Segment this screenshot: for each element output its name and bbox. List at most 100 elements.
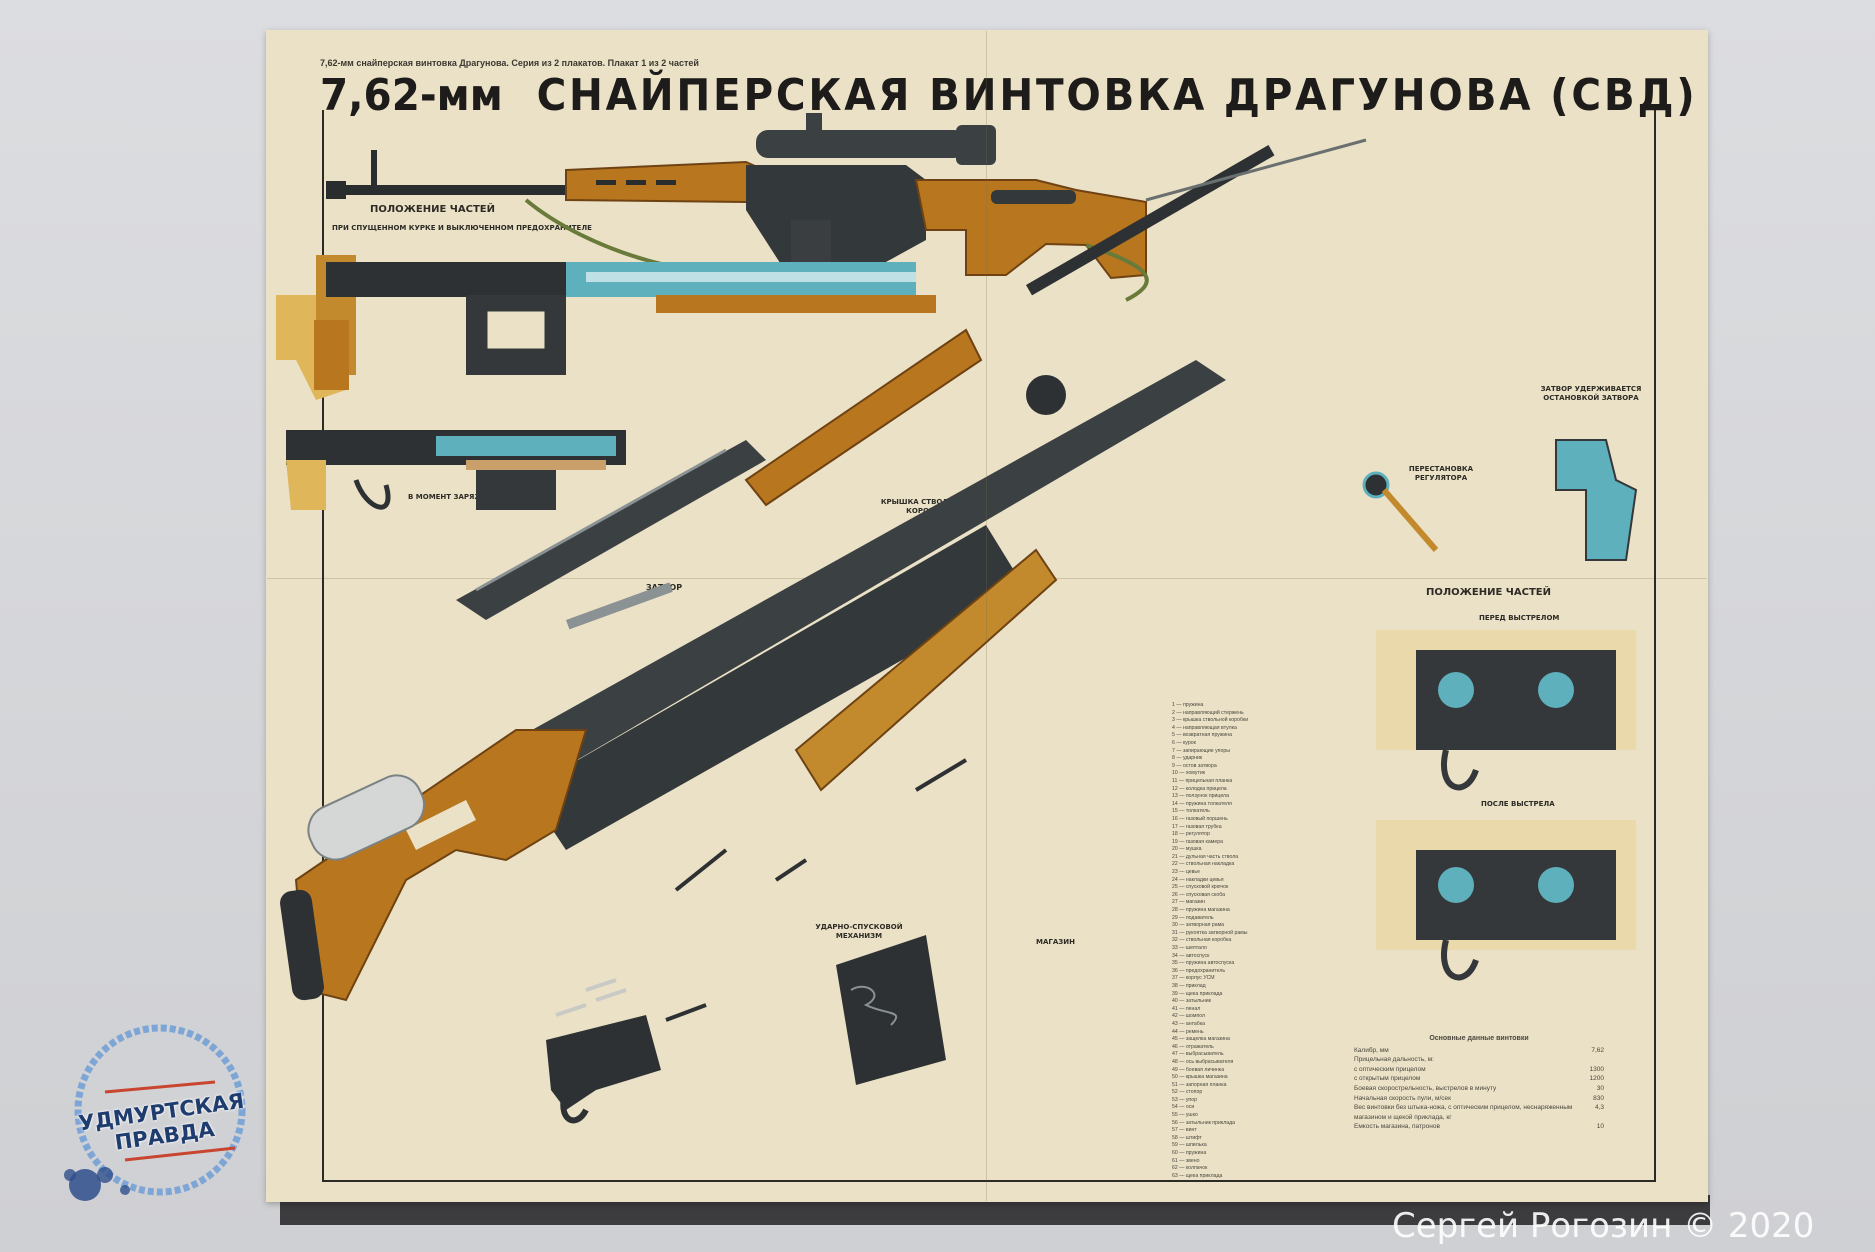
trigger-cutaway-before (1376, 630, 1636, 791)
specs-row: Боевая скорострельность, выстрелов в мин… (1354, 1084, 1604, 1094)
label-regulator-adjust: ПЕРЕСТАНОВКА РЕГУЛЯТОРА (1408, 465, 1474, 482)
specs-value: 1200 (1589, 1075, 1604, 1083)
label-trigger-mechanism: УДАРНО-СПУСКОВОЙ МЕХАНИЗМ (815, 923, 903, 940)
specs-header: Основные данные винтовки (1429, 1035, 1529, 1042)
legend-item: 32 — ствольная коробка (1172, 937, 1232, 944)
legend-item: 25 — спусковой крючок (1172, 884, 1229, 891)
label-before-shot: ПЕРЕД ВЫСТРЕЛОМ (1479, 614, 1560, 622)
legend-item: 48 — ось выбрасывателя (1172, 1058, 1234, 1065)
trigger-cutaway-after (1376, 820, 1636, 981)
legend-item: 12 — колодка прицела (1172, 785, 1227, 792)
poster-inner-border (322, 110, 1656, 1182)
legend-item: 62 — колпачок (1172, 1165, 1208, 1172)
legend-item: 19 — газовая камера (1172, 838, 1223, 845)
legend-item: 13 — ползунок прицела (1172, 793, 1229, 800)
specs-label: Боевая скорострельность, выстрелов в мин… (1354, 1084, 1497, 1092)
handguard-lower (794, 548, 1058, 792)
label-bolt-held: ЗАТВОР УДЕРЖИВАЕТСЯ ОСТАНОВКОЙ ЗАТВОРА (1540, 385, 1642, 402)
legend-item: 61 — звено (1172, 1157, 1200, 1164)
legend-item: 63 — щека приклада (1172, 1172, 1223, 1179)
specs-row: с открытым прицелом 1200 (1354, 1074, 1604, 1084)
legend-item: 33 — шептало (1172, 945, 1207, 951)
title-caliber: 7,62-мм (320, 70, 503, 121)
specs-label: Вес винтовки без штыка-ножа, с оптически… (1354, 1104, 1573, 1121)
parts-legend: 1 — пружина 2 — направляющий стержень 3 … (1172, 702, 1332, 1180)
legend-item: 43 — антабка (1172, 1020, 1206, 1027)
small-parts (307, 758, 968, 1022)
receiver-and-barrel (496, 138, 1367, 850)
poster-title: 7,62-мм СНАЙПЕРСКАЯ ВИНТОВКА ДРАГУНОВА (… (320, 70, 1698, 121)
legend-item: 16 — газовый поршень (1172, 815, 1228, 822)
legend-item: 46 — отражатель (1172, 1043, 1214, 1050)
legend-item: 10 — хомутик (1172, 770, 1206, 777)
legend-item: 54 — оси (1172, 1104, 1195, 1111)
legend-item: 17 — газовая трубка (1172, 823, 1222, 830)
handguard-upper (744, 328, 983, 507)
legend-item: 35 — пружина автоспуска (1172, 960, 1235, 967)
legend-item: 39 — щека приклада (1172, 990, 1223, 997)
cutaway-upper (276, 255, 936, 400)
label-loading-moment: В МОМЕНТ ЗАРЯЖАНИЯ (408, 493, 506, 501)
legend-item: 58 — штифт (1172, 1134, 1202, 1141)
label-parts-position-right: ПОЛОЖЕНИЕ ЧАСТЕЙ (1426, 587, 1551, 598)
legend-item: 47 — выбрасыватель (1172, 1051, 1224, 1058)
legend-item: 6 — курок (1172, 739, 1196, 746)
magazine-illustration (836, 935, 946, 1085)
udmurtskaya-pravda-stamp: УДМУРТСКАЯ ПРАВДА (50, 1020, 260, 1201)
legend-item: 14 — пружина толкателя (1172, 800, 1232, 807)
legend-item: 51 — запорная планка (1172, 1081, 1227, 1088)
specs-row: Прицельная дальность, м: (1354, 1055, 1604, 1065)
legend-item: 7 — запирающие упоры (1172, 747, 1230, 754)
specs-row: Вес винтовки без штыка-ножа, с оптически… (1354, 1103, 1604, 1122)
regulator-detail (1362, 471, 1439, 552)
legend-item: 24 — накладки цевья (1172, 876, 1224, 883)
legend-item: 29 — подаватель (1172, 914, 1214, 921)
poster: 7,62-мм снайперская винтовка Драгунова. … (266, 30, 1708, 1202)
legend-item: 41 — пенал (1172, 1005, 1201, 1012)
legend-item: 57 — винт (1172, 1127, 1197, 1134)
legend-item: 4 — направляющая втулка (1172, 724, 1237, 731)
legend-item: 49 — боевая личинка (1172, 1066, 1225, 1073)
legend-item: 1 — пружина (1172, 702, 1204, 708)
label-parts-position-top-sub: ПРИ СПУЩЕННОМ КУРКЕ И ВЫКЛЮЧЕННОМ ПРЕДОХ… (332, 224, 592, 232)
legend-item: 3 — крышка ствольной коробки (1172, 717, 1249, 724)
legend-item: 28 — пружина магазина (1172, 907, 1230, 914)
specs-value: 30 (1596, 1084, 1604, 1092)
bolt-carrier (456, 440, 766, 630)
legend-item: 15 — толкатель (1172, 808, 1210, 815)
legend-item: 45 — защелка магазина (1172, 1036, 1230, 1043)
label-after-shot: ПОСЛЕ ВЫСТРЕЛА (1481, 800, 1555, 808)
specs-value: 1300 (1589, 1065, 1604, 1073)
legend-item: 60 — пружина (1172, 1150, 1207, 1157)
legend-item: 55 — ушко (1172, 1112, 1198, 1119)
specs-label: с открытым прицелом (1354, 1075, 1421, 1083)
specs-label: Калибр, мм (1354, 1046, 1389, 1054)
legend-item: 59 — шпилька (1172, 1142, 1207, 1149)
specs-row: с оптическим прицелом 1300 (1354, 1065, 1604, 1075)
legend-item: 26 — спусковая скоба (1172, 891, 1225, 898)
legend-item: 42 — шомпол (1172, 1013, 1206, 1020)
legend-item: 21 — дульная часть ствола (1172, 853, 1239, 860)
legend-item: 34 — автоспуск (1172, 952, 1210, 959)
legend-item: 53 — упор (1172, 1096, 1198, 1103)
legend-item: 50 — крышка магазина (1172, 1074, 1228, 1081)
specs-value: 830 (1593, 1094, 1604, 1102)
legend-item: 40 — затыльник (1172, 998, 1211, 1005)
legend-item: 20 — мушка (1172, 846, 1202, 853)
specs-value: 4,3 (1594, 1104, 1604, 1112)
legend-item: 11 — прицельная планка (1172, 777, 1233, 784)
legend-item: 8 — ударник (1172, 755, 1203, 762)
legend-item: 31 — рукоятка затворной рамы (1172, 929, 1248, 936)
legend-item: 22 — ствольная накладка (1172, 861, 1235, 868)
specs-label: с оптическим прицелом (1354, 1065, 1426, 1073)
poster-header-small: 7,62-мм снайперская винтовка Драгунова. … (320, 58, 699, 68)
trigger-group (546, 1015, 661, 1124)
bolt-stop-detail (1555, 439, 1638, 561)
legend-item: 2 — направляющий стержень (1172, 709, 1244, 716)
label-parts-position-top: ПОЛОЖЕНИЕ ЧАСТЕЙ (370, 204, 495, 215)
specs-value: 10 (1596, 1123, 1604, 1131)
legend-item: 30 — затворная рама (1172, 922, 1225, 929)
legend-item: 44 — ремень (1172, 1028, 1204, 1035)
